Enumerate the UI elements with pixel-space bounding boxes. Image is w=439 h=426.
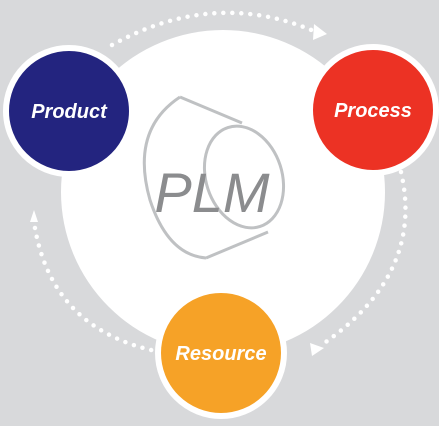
- arrowhead-resource: [310, 343, 324, 356]
- arrow-resource-to-product: [31, 219, 163, 355]
- node-product: Product: [3, 45, 135, 177]
- cycle-arrows: [31, 10, 408, 355]
- cylinder-body: [142, 95, 269, 260]
- node-resource: Resource: [155, 287, 287, 419]
- center-label: PLM: [154, 161, 269, 224]
- node-resource-label: Resource: [175, 343, 266, 365]
- node-product-label: Product: [31, 101, 108, 123]
- cylinder-icon: [142, 95, 286, 260]
- node-process-label: Process: [334, 100, 412, 122]
- center-circle: [61, 30, 385, 354]
- arrowhead-process: [313, 24, 327, 40]
- arrow-process-to-resource: [317, 169, 408, 349]
- node-process: Process: [307, 44, 439, 176]
- arrowheads: [30, 24, 327, 356]
- arrowhead-product: [30, 210, 38, 222]
- arrow-product-to-process: [109, 10, 319, 48]
- node-product-circle: [3, 45, 135, 177]
- cylinder-front-ellipse: [202, 124, 286, 230]
- node-process-circle: [307, 44, 439, 176]
- node-resource-circle: [155, 287, 287, 419]
